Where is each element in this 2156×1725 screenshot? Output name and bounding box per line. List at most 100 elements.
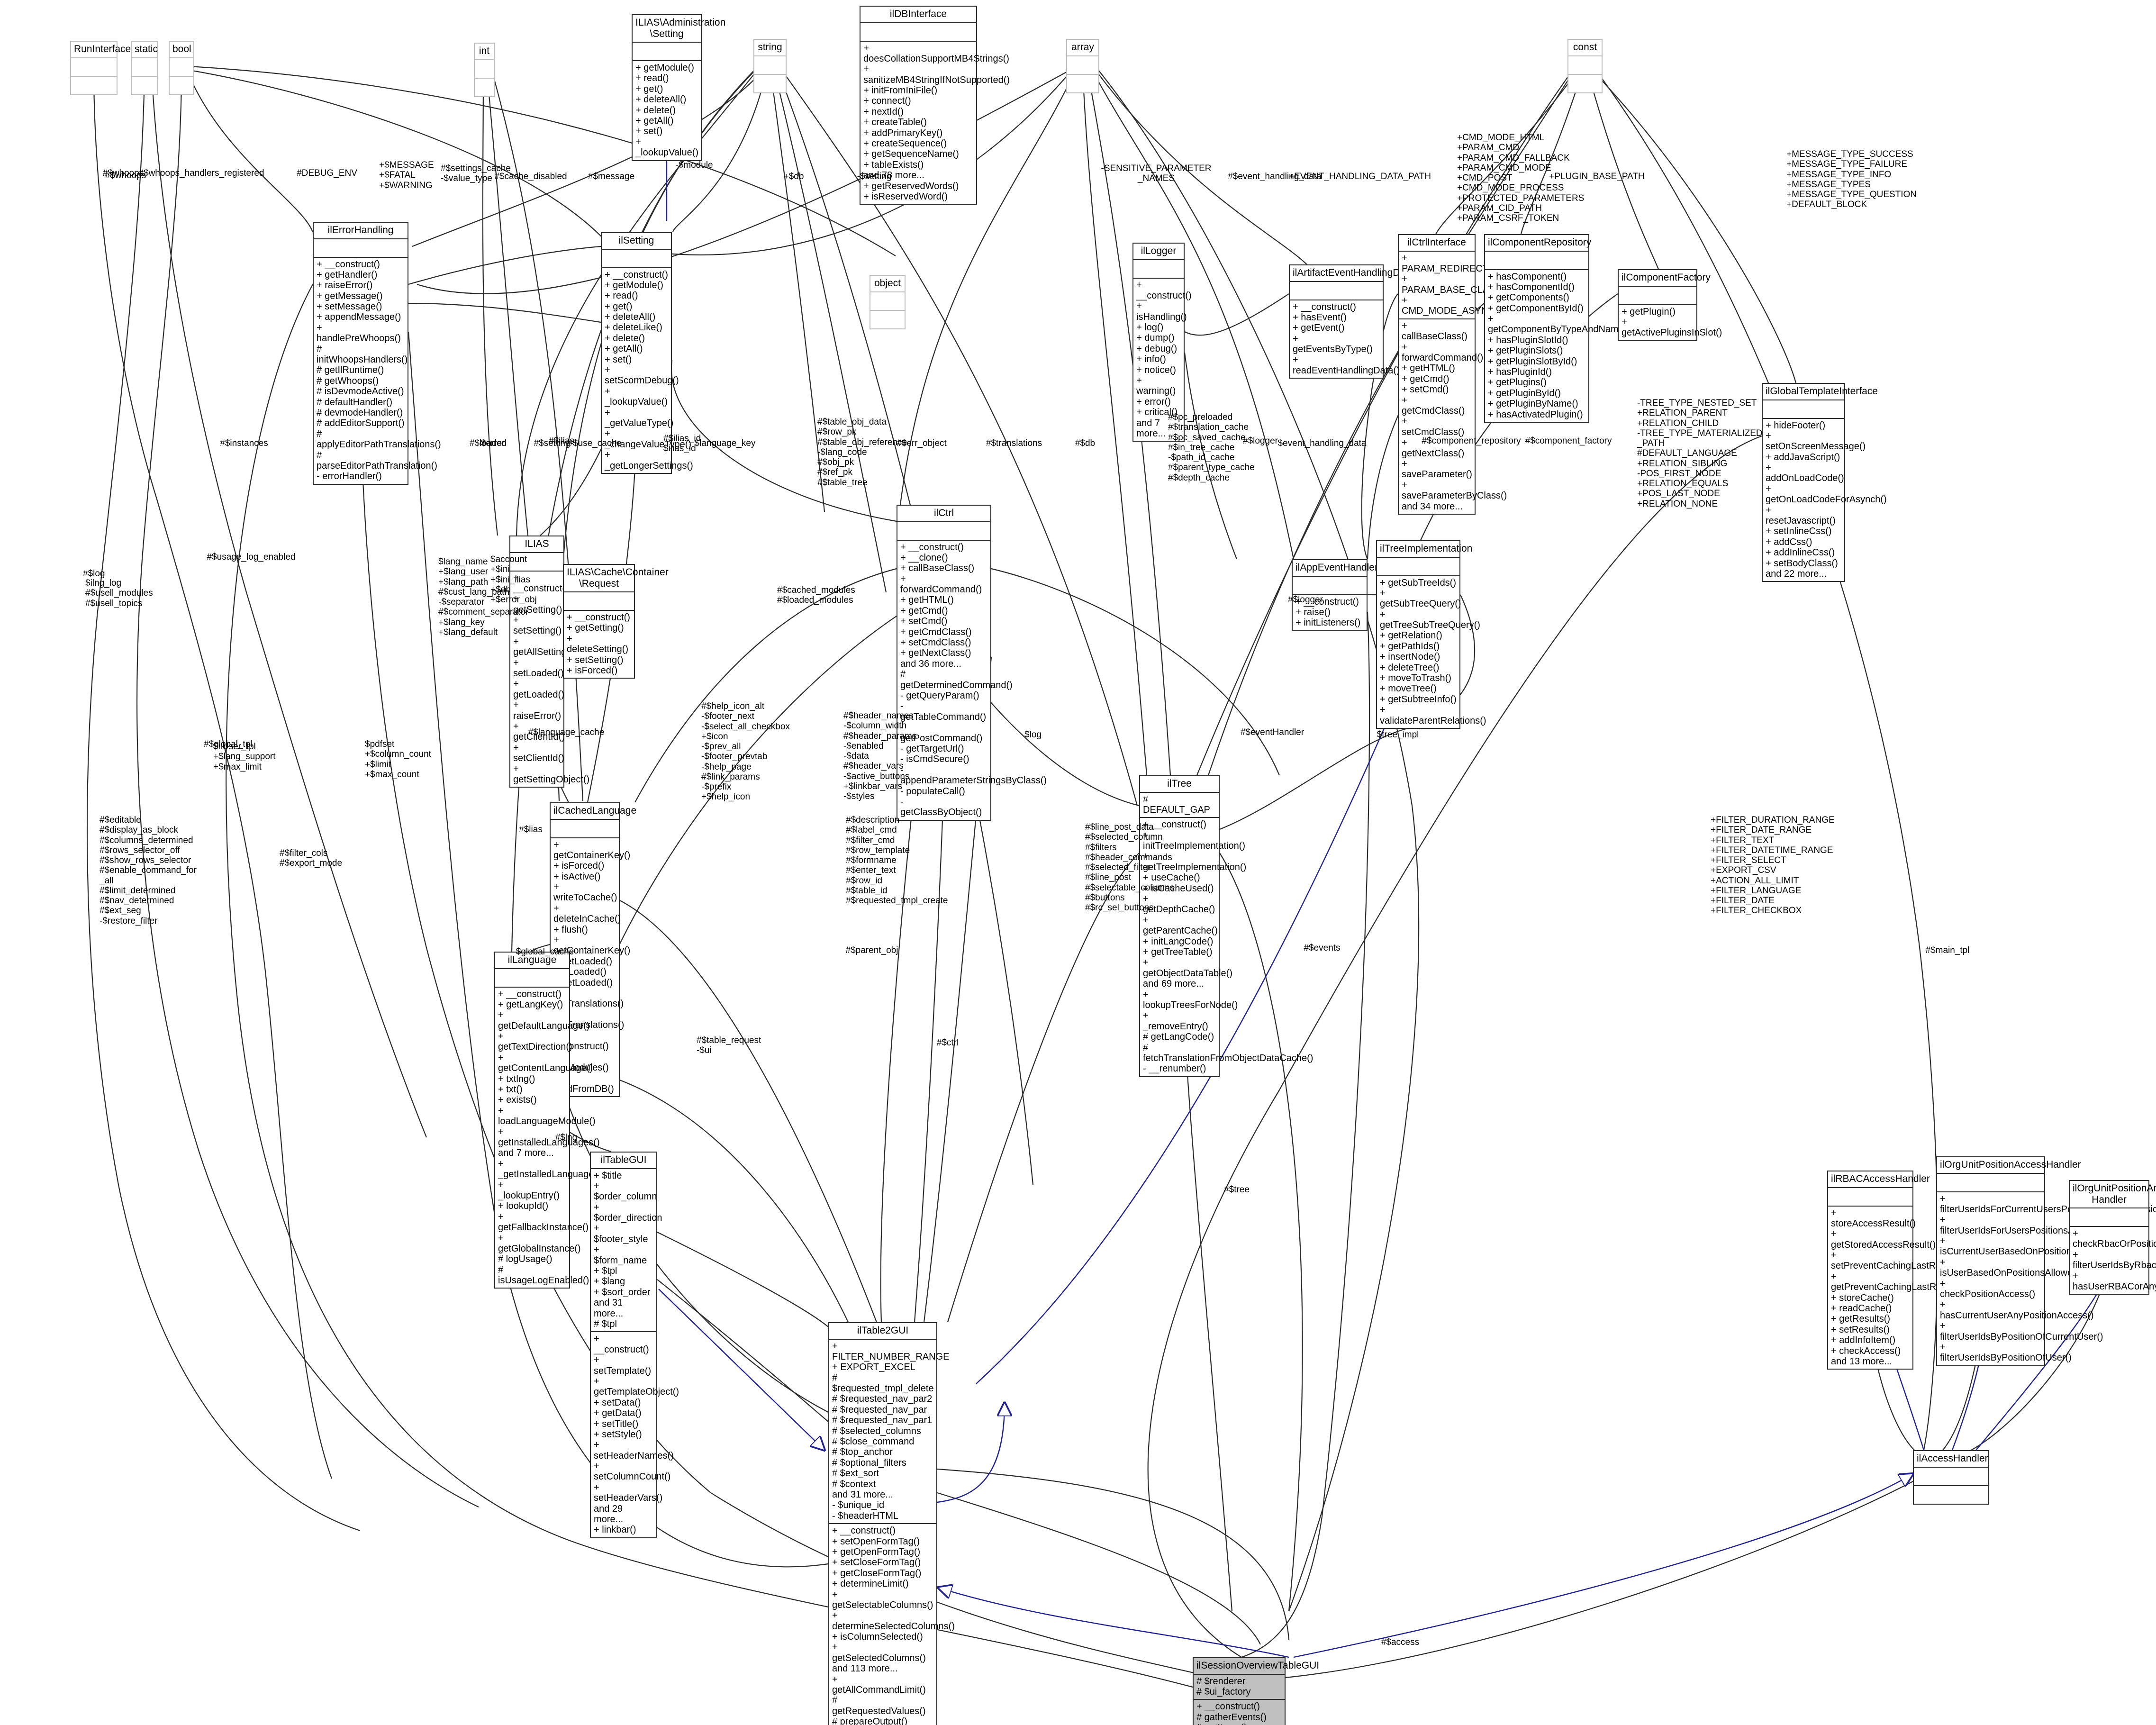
class-attribute: + $footer_style — [594, 1223, 648, 1244]
class-node-array[interactable]: array — [1066, 39, 1099, 93]
class-operation: + isReservedWord() — [863, 191, 948, 202]
class-operation: + handlePreWhoops() — [317, 322, 401, 344]
class-node-attributes — [1293, 575, 1367, 594]
class-attribute: # DEFAULT_GAP — [1143, 794, 1210, 815]
class-operation: + hasEvent() — [1293, 312, 1347, 323]
class-operation: + getCmd() — [900, 605, 948, 616]
edge-label: $error — [480, 438, 505, 448]
class-node-ilComponentRepository[interactable]: ilComponentRepository+ hasComponent()+ h… — [1484, 234, 1630, 423]
class-operation: + getContainerKey() — [553, 935, 631, 956]
class-node-ilTable2GUI[interactable]: ilTable2GUI+ FILTER_NUMBER_RANGE+ EXPORT… — [828, 1322, 955, 1725]
class-node-const[interactable]: const — [1567, 39, 1603, 93]
edge-label: #$tree — [1224, 1185, 1250, 1195]
class-operation: + getMessage() — [317, 291, 383, 301]
class-operation: + addOnLoadCode() — [1766, 463, 1844, 484]
class-node-ilOrgUnitPositionAndRBACAccessHandler[interactable]: ilOrgUnitPositionAndRBACAccessHandler+ c… — [2069, 1180, 2156, 1295]
class-node-ilCtrl[interactable]: ilCtrl+ __construct()+ __clone()+ callBa… — [897, 505, 1047, 821]
class-attribute: + PARAM_BASE_CLASS — [1402, 274, 1502, 295]
class-operation: + filterUserIdsByPositionOfUser() — [1940, 1342, 2072, 1363]
class-node-attributes — [1619, 285, 1696, 304]
class-node-int[interactable]: int — [474, 43, 495, 97]
class-operation: + critical() — [1136, 407, 1178, 418]
edge-label: #$access — [1381, 1637, 1420, 1647]
class-node-ilSetting[interactable]: ilSetting+ __construct()+ getModule()+ r… — [601, 232, 693, 474]
edge-label: #$global_tpl — [204, 739, 253, 749]
class-operation: + getOnLoadCodeForAsynch() — [1766, 483, 1887, 505]
class-node-bool[interactable]: bool — [169, 41, 194, 95]
class-node-ilTree[interactable]: ilTree# DEFAULT_GAP+ __construct()+ init… — [1139, 775, 1313, 1077]
class-attribute: # $close_command — [832, 1436, 915, 1447]
class-node-title: ilTableGUI — [600, 1154, 647, 1165]
class-operation: + getOpenFormTag() — [832, 1546, 921, 1557]
class-node-ilRBACAccessHandler[interactable]: ilRBACAccessHandler+ storeAccessResult()… — [1827, 1171, 1963, 1370]
class-node-object[interactable]: object — [870, 275, 906, 329]
class-node-ilTreeImplementation[interactable]: ilTreeImplementation+ getSubTreeIds()+ g… — [1376, 540, 1486, 729]
class-operation: + setLoaded() — [513, 657, 564, 679]
class-node-operations — [1067, 73, 1098, 92]
class-node-ilAccessHandler[interactable]: ilAccessHandler — [1913, 1450, 1989, 1505]
class-node-ilTableGUI[interactable]: ilTableGUI+ $title+ $order_column+ $orde… — [590, 1152, 679, 1538]
class-node-ilCtrlInterface[interactable]: ilCtrlInterface+ PARAM_REDIRECT+ PARAM_B… — [1398, 234, 1507, 515]
class-node-title: RunInterface — [74, 44, 131, 54]
class-node-ILIAS[interactable]: ILIAS+ __construct()+ getSetting()+ setS… — [509, 536, 589, 788]
class-node-title: array — [1071, 42, 1094, 53]
class-operation: + getHandler() — [317, 269, 378, 280]
class-operation: + saveParameter() — [1402, 458, 1472, 480]
class-operation: + initFromIniFile() — [863, 85, 938, 96]
class-node-ilErrorHandling[interactable]: ilErrorHandling+ __construct()+ getHandl… — [313, 222, 441, 485]
class-operation: + createSequence() — [863, 138, 947, 149]
class-operation: + deleteAll() — [605, 312, 656, 323]
class-operation: + addJavaScript() — [1766, 452, 1840, 463]
class-node-ilAppEventHandler[interactable]: ilAppEventHandler+ __construct()+ raise(… — [1292, 559, 1378, 631]
class-node-ilComponentFactory[interactable]: ilComponentFactory+ getPlugin()+ getActi… — [1618, 269, 1722, 341]
class-node-RunInterface[interactable]: RunInterface — [70, 41, 131, 95]
class-node-ilGlobalTemplateInterface[interactable]: ilGlobalTemplateInterface+ hideFooter()+… — [1762, 383, 1887, 582]
class-node-ilLogger[interactable]: ilLogger+ __construct()+ isHandling()+ l… — [1132, 243, 1192, 442]
class-operation: + getTemplateObject() — [594, 1376, 679, 1398]
class-operation: + filterUserIdsByRbacOrPositionOfCurrent… — [2073, 1249, 2156, 1271]
class-operation: + getGlobalInstance() — [498, 1233, 581, 1254]
class-node-title: static — [135, 44, 158, 54]
class-node-title: ILIAS\Administration\Setting — [635, 17, 726, 39]
class-node-attributes — [314, 238, 408, 257]
class-operation: + __construct() — [567, 612, 630, 623]
class-operation: + hasPluginId() — [1488, 367, 1552, 378]
edge-label: #$translations — [986, 438, 1042, 448]
edge-label: #$table_obj_data#$row_pk#$table_obj_refe… — [817, 417, 907, 488]
class-attribute: + EXPORT_EXCEL — [832, 1362, 915, 1373]
edge-label: $ilng_log#$usell_modules#$usell_topics — [85, 578, 153, 608]
class-node-attributes — [2070, 1208, 2148, 1226]
class-node-static[interactable]: static — [131, 41, 158, 95]
edge-label: #$ilias_id$ilias_id — [663, 434, 701, 454]
class-operation: + getCmdClass() — [1402, 395, 1465, 416]
class-operation: + hasComponent() — [1488, 271, 1567, 282]
class-operation: + initTreeImplementation() — [1143, 830, 1246, 852]
class-operation: + _lookupEntry() — [498, 1180, 560, 1201]
class-node-title: ilArtifactEventHandlingData — [1293, 267, 1414, 278]
class-node-attributes — [754, 55, 786, 74]
class-node-string[interactable]: string — [753, 39, 787, 93]
edge-label: #$message — [588, 172, 635, 182]
class-node-ilDBInterface[interactable]: ilDBInterface+ doesCollationSupportMB4St… — [860, 6, 1010, 205]
class-operation: + checkAccess() — [1831, 1345, 1901, 1356]
class-attribute: + CMD_MODE_ASYNC — [1402, 295, 1495, 317]
class-node-ILIASCacheContainerRequest[interactable]: ILIAS\Cache\Container\Request+ __constru… — [563, 564, 669, 679]
class-operation: - getQueryParam() — [900, 690, 979, 701]
class-node-ilArtifactEventHandlingData[interactable]: ilArtifactEventHandlingData+ __construct… — [1289, 264, 1414, 379]
class-node-ilLanguage[interactable]: ilLanguage+ __construct()+ getLangKey()+… — [494, 952, 605, 1289]
class-operation: + isActive() — [553, 871, 601, 882]
class-operation: + raiseError() — [317, 280, 373, 291]
class-operation: + __construct() — [605, 269, 668, 280]
class-operation: + _removeEntry() — [1143, 1010, 1208, 1032]
class-operation: + validateParentRelations() — [1380, 705, 1486, 726]
class-node-ILIASAdministrationSetting[interactable]: ILIAS\Administration\Setting+ getModule(… — [632, 14, 726, 161]
class-attribute: + $tpl — [594, 1266, 617, 1277]
class-operation: + getAllCommandLimit() — [832, 1674, 926, 1696]
class-node-title: ilTree — [1167, 778, 1192, 789]
class-operation: + hasActivatedPlugin() — [1488, 409, 1583, 420]
class-node-ilSessionOverviewTableGUI[interactable]: ilSessionOverviewTableGUI# $renderer# $u… — [1193, 1657, 1319, 1725]
class-operation: + getActivePluginsInSlot() — [1622, 317, 1722, 338]
class-node-ilOrgUnitPositionAccessHandler[interactable]: ilOrgUnitPositionAccessHandler+ filterUs… — [1936, 1156, 2156, 1366]
class-operation: + useCache() — [1143, 872, 1200, 883]
class-node-operations — [475, 77, 494, 96]
